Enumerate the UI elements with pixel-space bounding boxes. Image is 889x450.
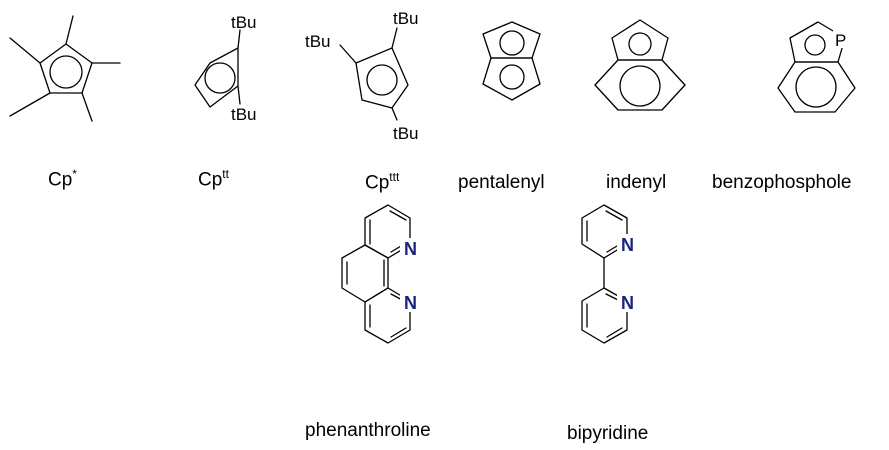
cpttt-structure: tBu tBu tBu <box>305 9 419 143</box>
bipyridine-structure: N N <box>581 204 637 344</box>
phenanthroline-n-label-bottom: N <box>404 293 417 313</box>
cptt-caption-sup: tt <box>222 167 229 181</box>
cptt-caption: Cptt <box>198 167 229 191</box>
cptt-structure: tBu tBu <box>194 13 257 124</box>
cptt-caption-base: Cp <box>198 169 223 191</box>
bipyridine-caption: bipyridine <box>567 423 649 444</box>
pentalenyl-caption: pentalenyl <box>458 172 545 193</box>
phenanthroline-caption: phenanthroline <box>305 420 431 441</box>
cptt-tbu-top-label: tBu <box>231 13 257 32</box>
cpstar-caption: Cp* <box>48 167 77 191</box>
cpstar-caption-sup: * <box>72 167 77 181</box>
cpstar-structure <box>9 15 121 122</box>
bipyridine-n-label-bottom: N <box>621 293 634 313</box>
cptt-tbu-bottom-label: tBu <box>231 105 257 124</box>
phenanthroline-structure: N N <box>341 204 420 344</box>
indenyl-caption: indenyl <box>606 172 667 193</box>
phenanthroline-n-label-top: N <box>404 239 417 259</box>
cpttt-tbu-bottom-label: tBu <box>393 124 419 143</box>
benzophosphole-caption: benzophosphole <box>712 172 852 193</box>
pentalenyl-structure <box>482 21 541 101</box>
cpttt-tbu-left-label: tBu <box>305 32 331 51</box>
cpttt-caption-base: Cp <box>365 172 390 194</box>
bipyridine-n-label-top: N <box>621 235 634 255</box>
benzophosphole-p-label: P <box>835 31 846 50</box>
benzophosphole-structure: P <box>777 21 856 113</box>
indenyl-structure <box>594 19 686 111</box>
cpttt-caption: Cpttt <box>365 170 399 194</box>
cpttt-tbu-top-label: tBu <box>393 9 419 28</box>
cpttt-caption-sup: ttt <box>389 170 400 184</box>
cpstar-caption-base: Cp <box>48 169 73 191</box>
